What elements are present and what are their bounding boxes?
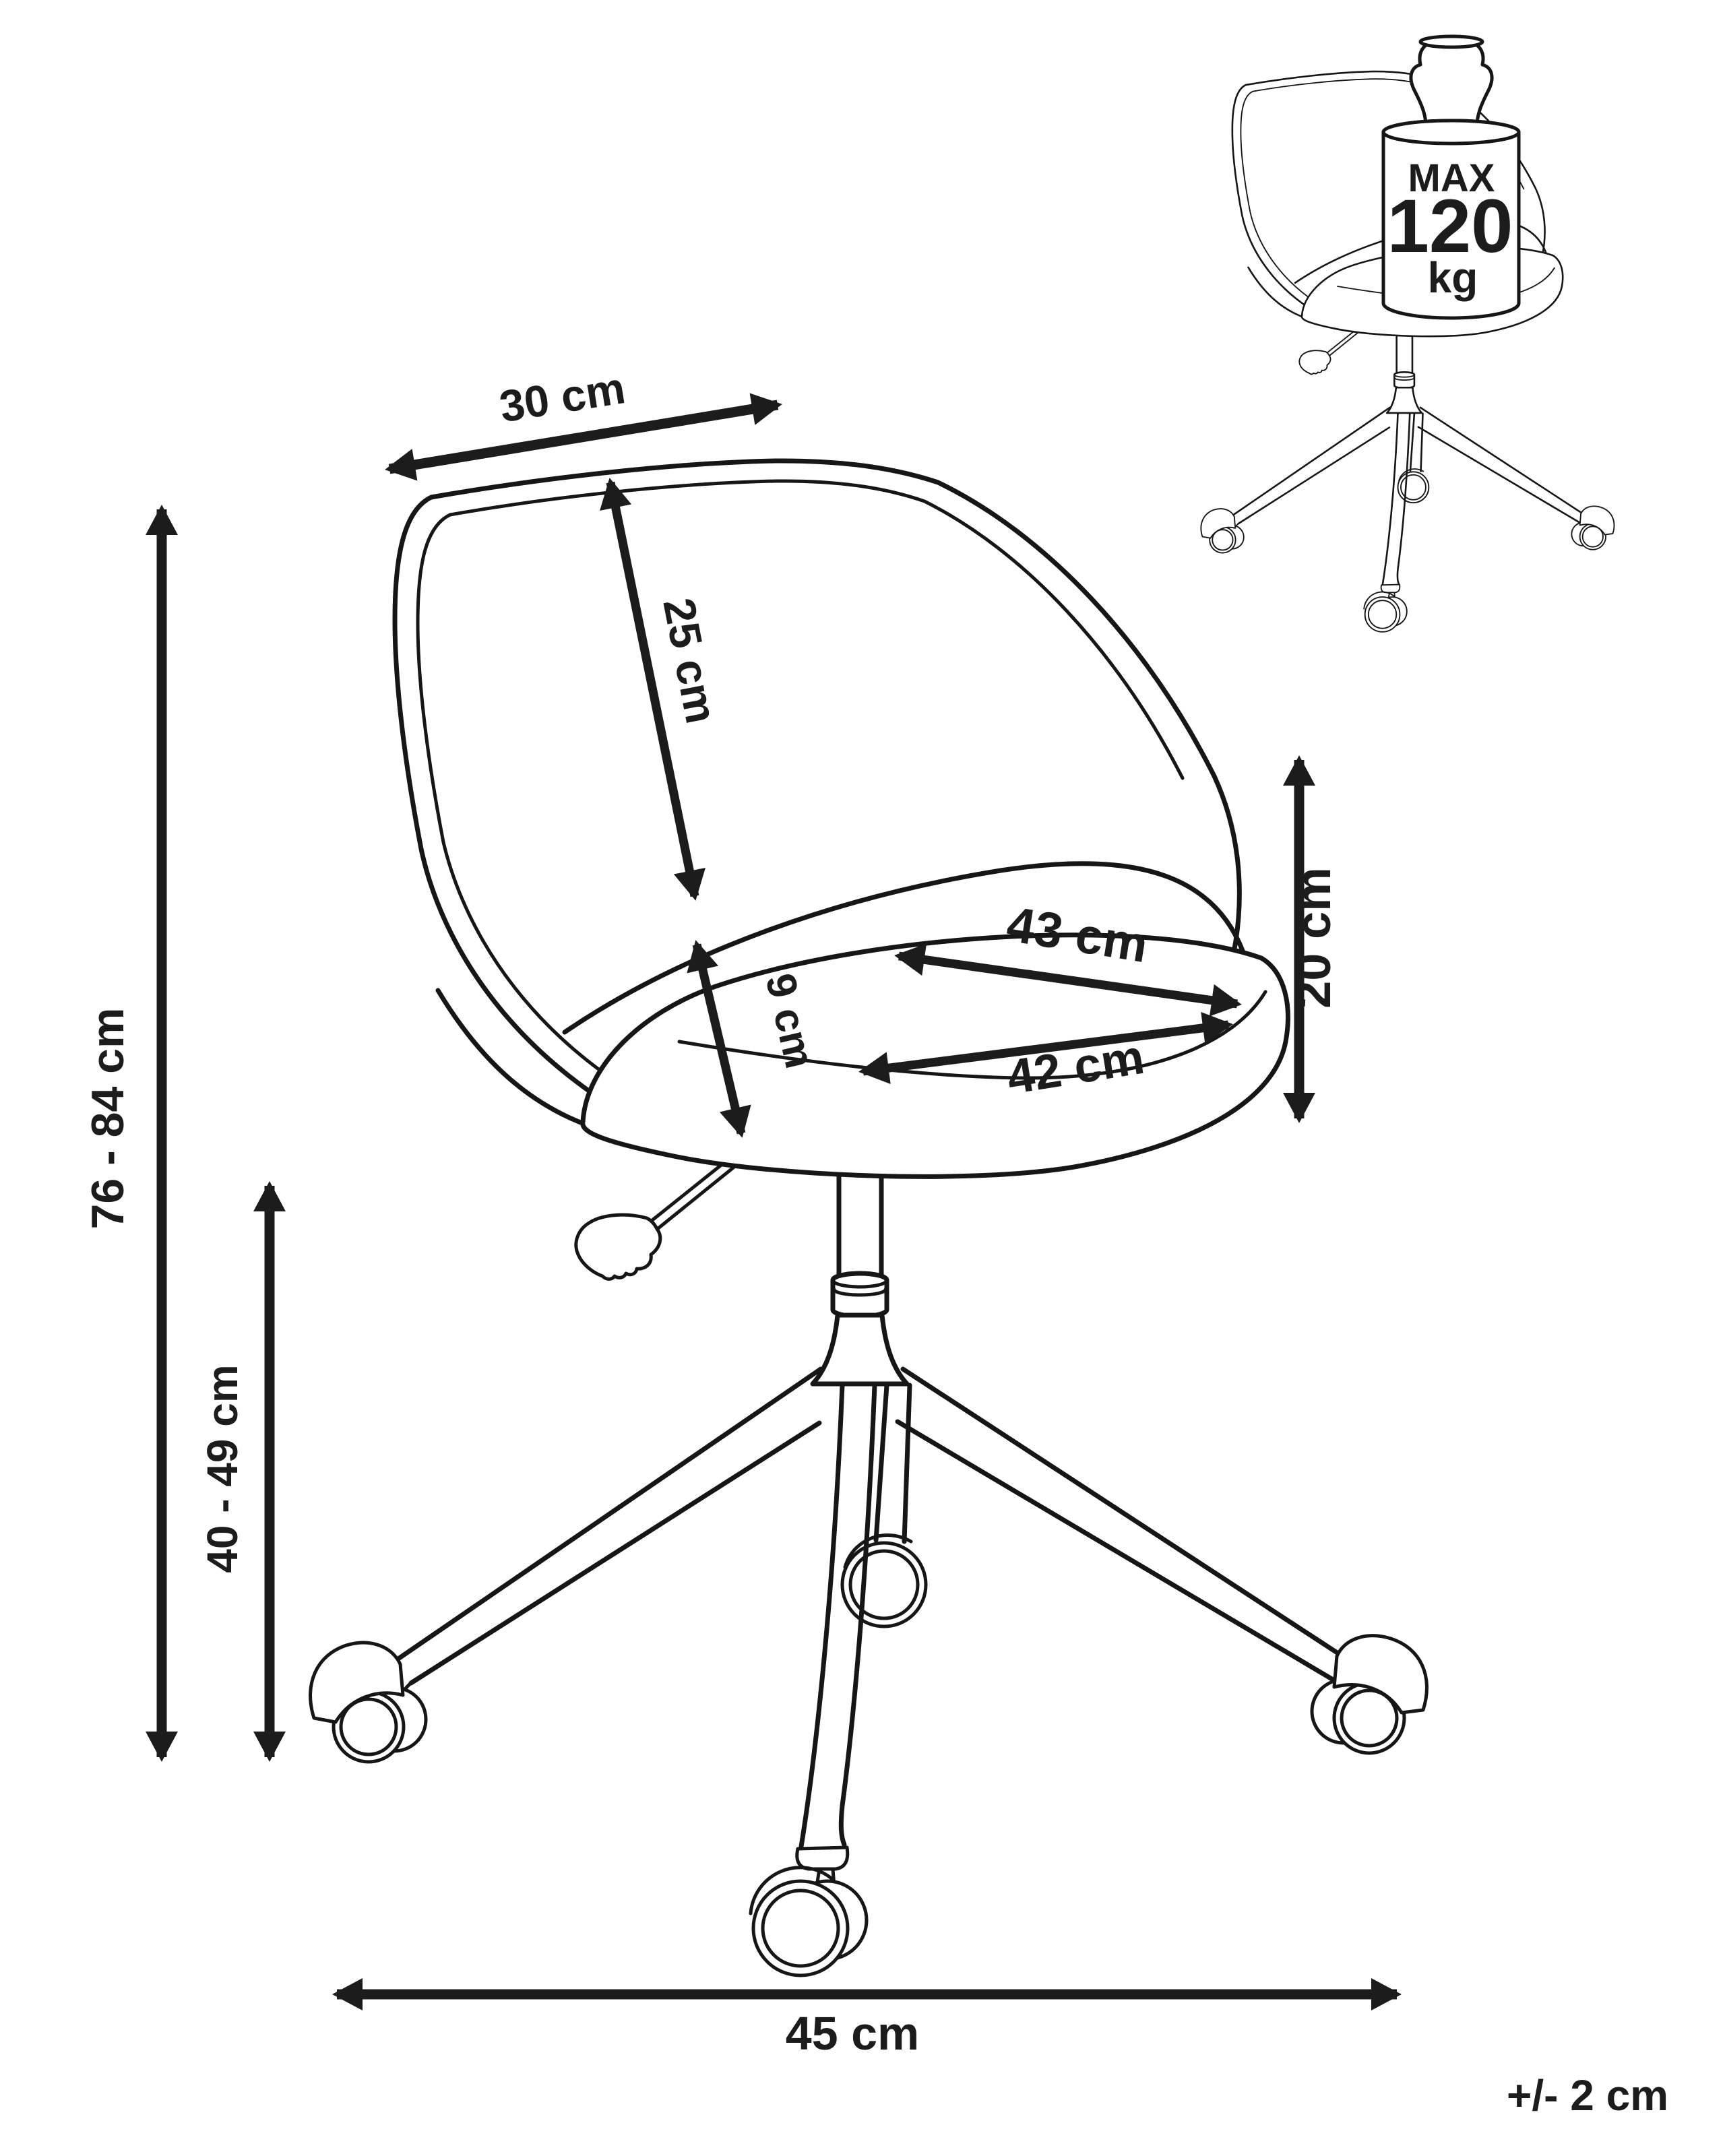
weight-neck-rim	[1418, 34, 1484, 49]
dimension-labels: 76 - 84 cm 40 - 49 cm 30 cm 25 cm 9 cm 4…	[82, 362, 1668, 2120]
label-tolerance: +/- 2 cm	[1507, 2071, 1668, 2120]
weight-cylinder: MAX 120 kg	[1381, 34, 1521, 320]
label-max-load-prefix: MAX	[1408, 156, 1495, 200]
arrow-backrest-top-width	[385, 393, 782, 481]
arrow-seat-width	[858, 1011, 1233, 1085]
label-base-width: 45 cm	[786, 2007, 919, 2060]
arrow-backrest-height	[600, 478, 705, 901]
label-total-height: 76 - 84 cm	[82, 1008, 133, 1230]
label-max-load-value: 120	[1387, 184, 1513, 268]
dimension-arrows	[146, 393, 1402, 2010]
main-chair	[311, 461, 1427, 1975]
weight-top-rim	[1381, 119, 1521, 146]
label-seat-height: 40 - 49 cm	[198, 1364, 247, 1573]
arrow-cushion-thickness	[687, 940, 751, 1138]
label-max-load-unit: kg	[1428, 253, 1478, 302]
label-backrest-above-seat: 20 cm	[1285, 867, 1341, 1009]
label-backrest-top-width: 30 cm	[496, 362, 628, 431]
arrow-seat-depth	[894, 943, 1242, 1017]
